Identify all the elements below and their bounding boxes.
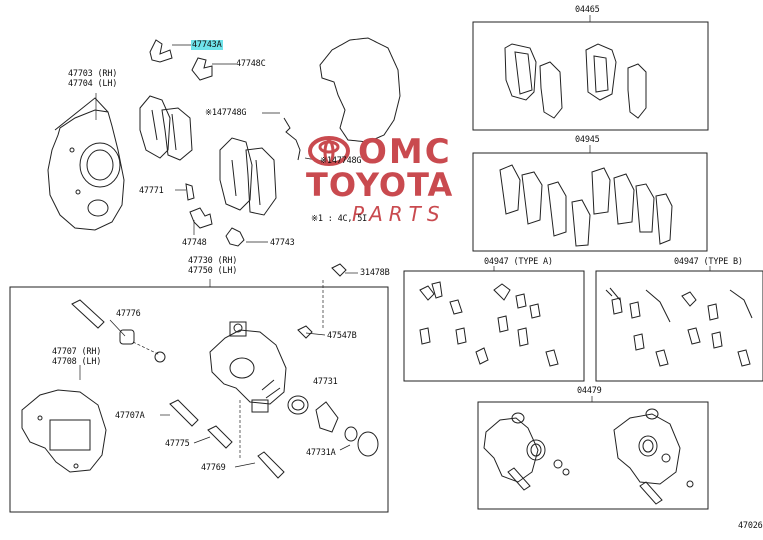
slide-pins [169,399,285,479]
part-label-147748g-b[interactable]: ※147748G [320,156,362,166]
part-label-47707a[interactable]: 47707A [115,411,145,421]
part-label-47708[interactable]: 47708 (LH) [52,357,102,367]
part-label-47748[interactable]: 47748 [182,238,207,248]
diagram-number: 47026 [738,521,763,531]
kit-04945-pads [499,164,673,247]
dust-cover-47703 [47,97,125,231]
part-label-47771[interactable]: 47771 [139,186,164,196]
part-label-47703[interactable]: 47703 (RH) [68,69,118,79]
backing-plate-47707 [21,389,107,473]
part-label-47547b[interactable]: 47547B [327,331,357,341]
part-label-47776[interactable]: 47776 [116,309,141,319]
brake-pad-set [139,95,277,216]
kit-box-04479 [477,401,709,510]
caliper-assembly-box [9,286,389,513]
part-label-47731[interactable]: 47731 [313,377,338,387]
leader-lines [79,15,711,468]
note-label: ※1 : 4C, 5I [311,214,368,224]
part-label-47775[interactable]: 47775 [165,439,190,449]
part-label-47743a[interactable]: 47743A [191,40,223,50]
part-label-31478b[interactable]: 31478B [360,268,390,278]
part-label-47730[interactable]: 47730 (RH) [188,256,238,266]
guide-pin-bolt [71,299,166,363]
part-label-47750[interactable]: 47750 (LH) [188,266,238,276]
kit-label-04945[interactable]: 04945 [575,135,600,145]
clip-47743a [149,39,173,63]
kit-04465-pads [504,43,647,119]
clip-47748 [189,207,213,229]
kit-box-04947-type-b [595,270,763,382]
clip-47748c [191,57,213,81]
kit-04947-type-a-clips [419,281,559,367]
kit-label-04947-type-b[interactable]: 04947 (TYPE B) [674,257,743,267]
part-label-47769[interactable]: 47769 [201,463,226,473]
caliper-body [209,321,287,413]
clip-47771 [185,183,195,201]
kit-04947-type-b-clips [605,287,753,367]
bleeder-and-cap [297,263,347,339]
kit-box-04465 [472,21,709,131]
kit-label-04947-type-a[interactable]: 04947 (TYPE A) [484,257,553,267]
toyota-logo-icon [308,136,350,166]
part-label-47731a[interactable]: 47731A [306,448,336,458]
kit-box-04945 [472,152,708,252]
clip-47743 [225,227,245,247]
part-label-47704[interactable]: 47704 (LH) [68,79,118,89]
part-label-47748c[interactable]: 47748C [236,59,266,69]
shim-147748g [283,117,301,161]
watermark-line2: PARTS [352,202,446,226]
part-label-47743[interactable]: 47743 [270,238,295,248]
dust-cover-outline [319,37,401,143]
part-label-147748g-a[interactable]: ※147748G [205,108,247,118]
kit-label-04465[interactable]: 04465 [575,5,600,15]
kit-label-04479[interactable]: 04479 [577,386,602,396]
watermark-line1: TOYOTA [306,166,454,204]
piston-and-seal [287,395,379,457]
part-label-47707[interactable]: 47707 (RH) [52,347,102,357]
watermark-brand: OMC [358,132,452,172]
kit-04479-parts [483,408,694,505]
